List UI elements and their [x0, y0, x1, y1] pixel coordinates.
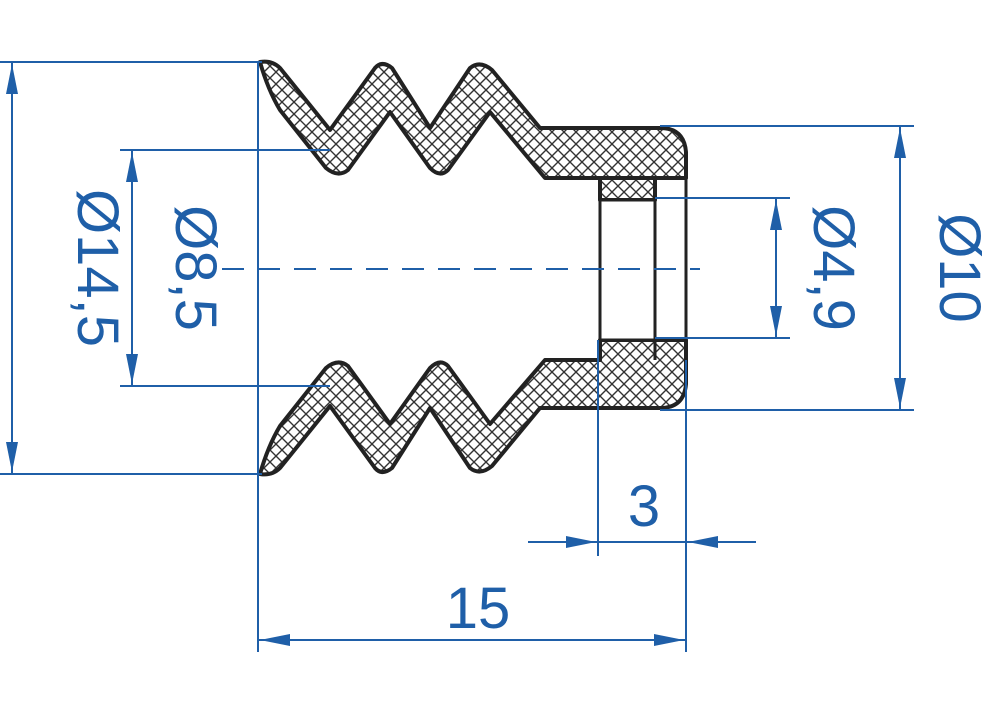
bellows-bottom-wall [258, 338, 688, 477]
total-length-label: 15 [446, 576, 511, 641]
bellows-top-wall [258, 59, 688, 202]
neck-inner-diameter-label: Ø4,9 [801, 205, 866, 331]
arrow-outer-top [6, 64, 18, 94]
arrow-neck-outer-top [894, 128, 906, 158]
arrow-outer-bottom [6, 442, 18, 472]
neck-outer-diameter-label: Ø10 [927, 213, 992, 323]
outer-diameter-label: Ø14,5 [65, 189, 130, 347]
arrow-neck-inner-top [770, 200, 782, 230]
arrow-inner-top [126, 152, 138, 182]
inner-diameter-label: Ø8,5 [163, 205, 228, 331]
neck-length-label: 3 [628, 474, 660, 539]
arrow-neck-outer-bottom [894, 378, 906, 408]
arrow-total-length-left [260, 634, 290, 646]
arrow-neck-length-right [688, 536, 718, 548]
arrow-neck-length-left [566, 536, 596, 548]
arrow-neck-inner-bottom [770, 306, 782, 336]
arrow-inner-bottom [126, 354, 138, 384]
arrow-total-length-right [654, 634, 684, 646]
